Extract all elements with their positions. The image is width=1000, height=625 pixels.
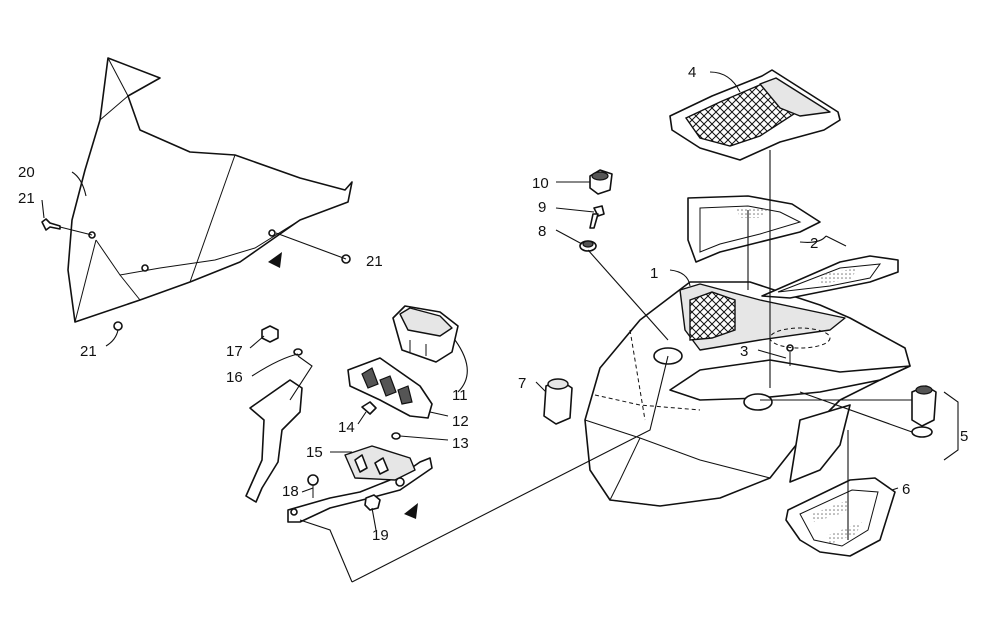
callout-19: 19 — [372, 527, 389, 544]
callout-7: 7 — [518, 375, 526, 392]
switch — [543, 378, 573, 425]
callout-5: 5 — [960, 428, 968, 445]
trim-panel-lower — [761, 255, 899, 299]
callout-2: 2 — [810, 235, 818, 252]
callout-20: 20 — [18, 164, 35, 181]
callout-15: 15 — [306, 444, 323, 461]
callout-labels: 20 21 21 21 17 16 11 12 13 14 15 18 19 1… — [18, 64, 968, 544]
screw-14 — [361, 401, 377, 415]
callout-6: 6 — [902, 481, 910, 498]
leader-lines — [41, 71, 959, 583]
liner — [785, 477, 896, 557]
key-cap — [589, 169, 613, 195]
callout-3: 3 — [740, 343, 748, 360]
windshield — [67, 57, 353, 323]
callout-11: 11 — [452, 387, 468, 404]
nut-19 — [364, 494, 381, 511]
callout-8: 8 — [538, 223, 546, 240]
callout-10: 10 — [532, 175, 549, 192]
hood — [584, 281, 911, 507]
callout-16: 16 — [226, 369, 243, 386]
callout-9: 9 — [538, 199, 546, 216]
callout-12: 12 — [452, 413, 469, 430]
nut-17 — [261, 325, 279, 343]
washer-16 — [293, 348, 303, 356]
screw-18 — [307, 474, 319, 498]
callout-17: 17 — [226, 343, 243, 360]
ignition-key — [589, 205, 605, 229]
callout-21-top: 21 — [18, 190, 35, 207]
callout-21-bottom: 21 — [80, 343, 97, 360]
mount-bracket — [245, 379, 433, 523]
arrow-marker-bracket — [404, 503, 418, 519]
trim-panel-upper — [687, 195, 821, 263]
callout-4: 4 — [688, 64, 696, 81]
key-bezel — [579, 240, 597, 252]
callout-18: 18 — [282, 483, 299, 500]
screw-21-bottom — [113, 321, 123, 331]
nut-13 — [391, 432, 401, 440]
storage-tray — [669, 69, 841, 161]
callout-13: 13 — [452, 435, 469, 452]
gauge-plate — [347, 357, 433, 419]
callout-21-right: 21 — [366, 253, 383, 270]
callout-1: 1 — [650, 265, 658, 282]
screw-21-top — [41, 218, 61, 231]
arrow-marker-windshield — [268, 252, 282, 268]
power-outlet — [911, 385, 937, 438]
gauge — [392, 305, 459, 363]
callout-14: 14 — [338, 419, 355, 436]
